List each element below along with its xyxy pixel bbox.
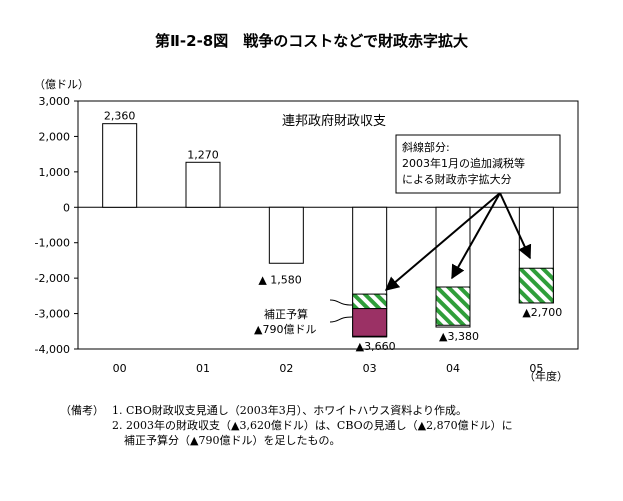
callout-arrow-05 bbox=[499, 192, 532, 260]
notes-row-3: 補正予算分（▲790億ドル）を足したもの。 bbox=[60, 433, 513, 448]
x-tick-label: 01 bbox=[196, 362, 210, 375]
chart-inner-title: 連邦政府財政収支 bbox=[282, 114, 386, 129]
x-tick-label: 04 bbox=[446, 362, 460, 375]
data-label: ▲3,660 bbox=[356, 340, 396, 353]
notes-row-2: 2. 2003年の財政収支（▲3,620億ドル）は、CBOの見通し（▲2,870… bbox=[60, 418, 513, 433]
data-label: ▲2,700 bbox=[522, 306, 562, 319]
x-tick-label: 05 bbox=[529, 362, 543, 375]
data-label: ▲3,380 bbox=[439, 330, 479, 343]
callout-line-1: 斜線部分: bbox=[402, 140, 450, 154]
x-tick-label: 03 bbox=[363, 362, 377, 375]
callout-box-frame bbox=[395, 134, 561, 194]
supplementary-annotation: 補正予算 ▲790億ドル bbox=[254, 299, 353, 336]
x-axis-unit-label: （年度） bbox=[524, 369, 568, 383]
notes-line-1: 1. CBO財政収支見通し（2003年3月）、ホワイトハウス資料より作成。 bbox=[112, 404, 467, 417]
y-tick-label: -4,000 bbox=[35, 343, 70, 356]
callout-arrow-03 bbox=[384, 192, 501, 291]
y-tick-label: -2,000 bbox=[35, 272, 70, 285]
x-tick-label: 00 bbox=[113, 362, 127, 375]
bar-chart: （億ドル） 連邦政府財政収支 3,000 2,000 1,000 0 -1,000 -2,… bbox=[34, 78, 579, 383]
notes-label: （備考） bbox=[60, 404, 104, 417]
y-tick-label: 1,000 bbox=[39, 166, 71, 179]
notes-line-2: 2. 2003年の財政収支（▲3,620億ドル）は、CBOの見通し（▲2,870… bbox=[112, 419, 513, 432]
callout-arrow-04 bbox=[451, 192, 501, 280]
hatched-segment bbox=[352, 293, 388, 310]
data-label: ▲ 1,580 bbox=[258, 273, 301, 286]
bars-group bbox=[102, 123, 554, 338]
notes-line-3: 補正予算分（▲790億ドル）を足したもの。 bbox=[124, 434, 341, 447]
hatched-segment bbox=[435, 286, 471, 326]
y-tick-label: -1,000 bbox=[35, 237, 70, 250]
callout-line-2: 2003年1月の追加減税等 bbox=[402, 156, 525, 170]
y-tick-label: 2,000 bbox=[39, 130, 71, 143]
data-label: 1,270 bbox=[187, 148, 219, 161]
supplementary-budget-segment bbox=[352, 308, 388, 337]
callout-line-3: による財政赤字拡大分 bbox=[402, 172, 512, 186]
callout-box: 斜線部分: 2003年1月の追加減税等 による財政赤字拡大分 bbox=[395, 134, 561, 194]
notes-section: （備考） 1. CBO財政収支見通し（2003年3月）、ホワイトハウス資料より作成… bbox=[60, 403, 513, 448]
x-tick-label: 02 bbox=[279, 362, 293, 375]
supplementary-label-line-2: ▲790億ドル bbox=[254, 323, 316, 336]
callout-arrows bbox=[384, 192, 532, 291]
labels-group: 00 01 02 03 04 05 2,360 1,270 ▲ 1,580 ▲3,660 ▲3,38… bbox=[104, 110, 562, 375]
axes-group: 3,000 2,000 1,000 0 -1,000 -2,000 -3,000 -4,000 bbox=[35, 95, 579, 356]
notes-row-1: （備考） 1. CBO財政収支見通し（2003年3月）、ホワイトハウス資料より作成… bbox=[60, 403, 513, 418]
supplementary-bracket bbox=[329, 299, 353, 323]
bar bbox=[268, 206, 304, 264]
supplementary-label-line-1: 補正予算 bbox=[264, 307, 308, 321]
figure-title: 第Ⅱ-2-8図 戦争のコストなどで財政赤字拡大 bbox=[155, 32, 468, 50]
data-label: 2,360 bbox=[104, 110, 136, 123]
hatched-segment bbox=[518, 267, 554, 304]
bar bbox=[102, 123, 138, 208]
y-tick-label: -3,000 bbox=[35, 308, 70, 321]
bar bbox=[185, 161, 221, 208]
y-tick-label: 0 bbox=[63, 201, 70, 214]
y-tick-label: 3,000 bbox=[39, 95, 71, 108]
plot-area-frame bbox=[77, 100, 579, 350]
y-axis-unit-label: （億ドル） bbox=[34, 78, 89, 91]
